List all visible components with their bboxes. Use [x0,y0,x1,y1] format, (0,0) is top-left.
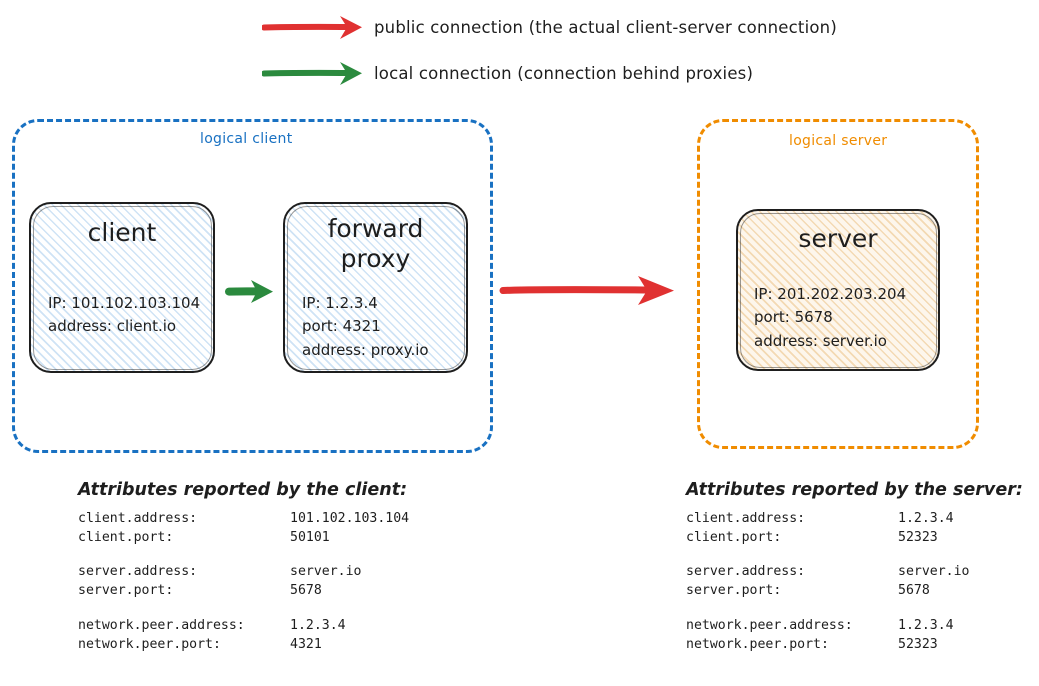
attributes-client-group-3: network.peer.address: 1.2.3.4 network.pe… [78,616,409,654]
attr-value: server.io [898,564,970,580]
node-client-inner: client IP: 101.102.103.104 address: clie… [31,204,213,371]
logical-server-label: logical server [789,133,888,149]
node-server[interactable]: server IP: 201.202.203.204 port: 5678 ad… [736,209,940,371]
attr-value: 52323 [898,636,938,652]
attributes-client-block: Attributes reported by the client: clien… [78,480,409,654]
logical-client-container [12,119,493,453]
logical-client-label: logical client [200,131,293,147]
attr-row: server.port: 5678 [78,581,409,600]
connector-proxy-to-server [498,270,684,316]
node-server-title: server [798,224,878,253]
logical-server-container [697,119,979,449]
attr-value: 5678 [898,583,930,599]
node-client-title: client [87,218,157,247]
attr-value: 101.102.103.104 [290,511,410,526]
attributes-client-group-2: server.address: server.io server.port: 5… [78,562,409,600]
attr-key: server.port: [78,583,174,599]
attr-row: server.address: server.io [686,562,1023,581]
node-server-inner: server IP: 201.202.203.204 port: 5678 ad… [738,211,938,369]
attr-row: network.peer.port: 52323 [686,635,1023,654]
attr-value: 50101 [290,530,330,546]
node-server-props: IP: 201.202.203.204 port: 5678 address: … [754,285,907,350]
node-forward-proxy-inner: forward proxy IP: 1.2.3.4 port: 4321 add… [285,204,466,371]
green-arrow-icon [262,58,374,88]
attr-key: client.port: [686,530,782,546]
attr-row: server.address: server.io [78,562,409,581]
attr-key: network.peer.port: [78,636,221,652]
attr-row: server.port: 5678 [686,581,1023,600]
red-arrow-icon [262,12,374,42]
attr-key: network.peer.address: [78,617,245,633]
attr-row: client.address: 101.102.103.104 [78,509,409,528]
attr-value: 1.2.3.4 [898,511,954,526]
attributes-server-group-2: server.address: server.io server.port: 5… [686,562,1023,600]
attr-row: client.port: 52323 [686,528,1023,547]
attributes-server-heading: Attributes reported by the server: [686,480,1023,500]
attributes-server-block: Attributes reported by the server: clien… [686,480,1023,654]
attributes-server-group-1: client.address: 1.2.3.4 client.port: 523… [686,509,1023,547]
attr-row: client.address: 1.2.3.4 [686,509,1023,528]
attr-value: 52323 [898,530,938,546]
node-forward-proxy[interactable]: forward proxy IP: 1.2.3.4 port: 4321 add… [283,202,468,373]
attributes-client-group-1: client.address: 101.102.103.104 client.p… [78,509,409,547]
attr-value: 4321 [290,636,322,652]
attr-row: network.peer.address: 1.2.3.4 [78,616,409,635]
legend-item-local: local connection (connection behind prox… [262,58,753,88]
attributes-client-heading: Attributes reported by the client: [78,480,408,500]
legend-item-public: public connection (the actual client-ser… [262,12,837,42]
attr-key: network.peer.address: [686,617,853,633]
attr-row: network.peer.port: 4321 [78,635,409,654]
attr-key: network.peer.port: [686,636,829,652]
attr-key: server.port: [686,583,782,599]
attr-key: client.address: [78,511,198,526]
attr-key: client.address: [686,511,806,526]
attr-row: network.peer.address: 1.2.3.4 [686,616,1023,635]
node-forward-proxy-props: IP: 1.2.3.4 port: 4321 address: proxy.io [302,294,429,359]
node-forward-proxy-title: forward proxy [327,214,424,273]
attr-value: 1.2.3.4 [290,617,346,633]
node-client-props: IP: 101.102.103.104 address: client.io [48,294,201,336]
legend-label-local: local connection (connection behind prox… [374,63,754,83]
node-client[interactable]: client IP: 101.102.103.104 address: clie… [29,202,215,373]
attr-value: 5678 [290,583,322,599]
attr-value: server.io [290,564,362,580]
legend-label-public: public connection (the actual client-ser… [374,17,837,37]
attr-row: client.port: 50101 [78,528,409,547]
connector-client-to-proxy [225,274,283,314]
attr-key: server.address: [686,564,806,580]
attributes-server-group-3: network.peer.address: 1.2.3.4 network.pe… [686,616,1023,654]
attr-key: client.port: [78,530,174,546]
attr-value: 1.2.3.4 [898,617,954,633]
attr-key: server.address: [78,564,198,580]
